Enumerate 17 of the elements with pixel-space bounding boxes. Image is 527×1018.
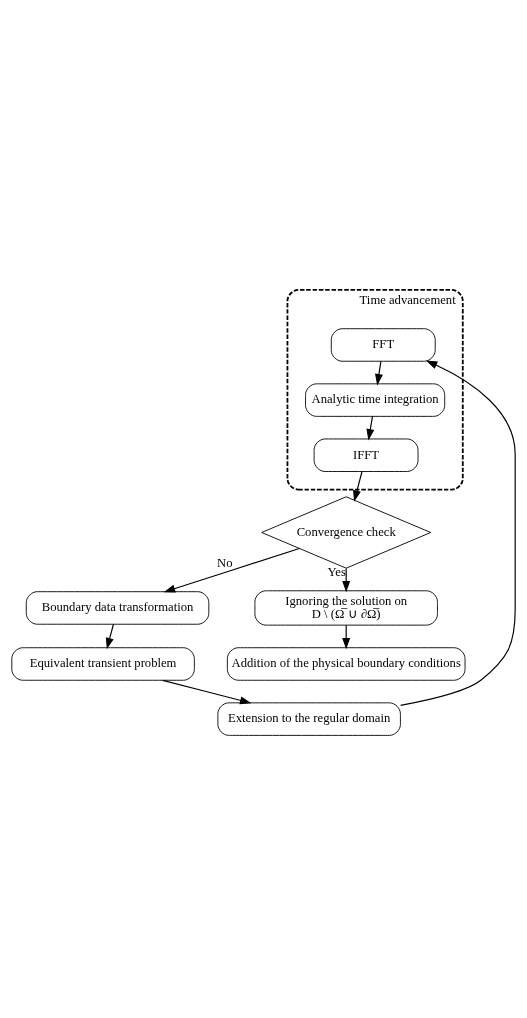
node-box: Addition of the physical boundary conditions [226, 647, 466, 681]
node-box: Extension to the regular domain [217, 702, 401, 736]
node-box: FFT [330, 328, 436, 362]
arrow [162, 679, 252, 705]
arrow [105, 623, 115, 650]
arrow [375, 360, 383, 386]
arrow [163, 547, 300, 593]
node-diamond: Convergence check [261, 496, 432, 569]
node-box: Boundary data transformation [25, 591, 210, 625]
edge-label: No [217, 555, 233, 570]
node-box: IFFT [313, 438, 419, 472]
node-box: Ignoring the solution on D \ (Ω̅ ∪ ∂Ω̅) [254, 590, 438, 626]
node-box: Equivalent transient problem [11, 647, 195, 681]
arrow [400, 360, 516, 706]
arrow [366, 415, 375, 441]
arrow [353, 471, 363, 502]
node-box: Analytic time integration [305, 383, 446, 417]
